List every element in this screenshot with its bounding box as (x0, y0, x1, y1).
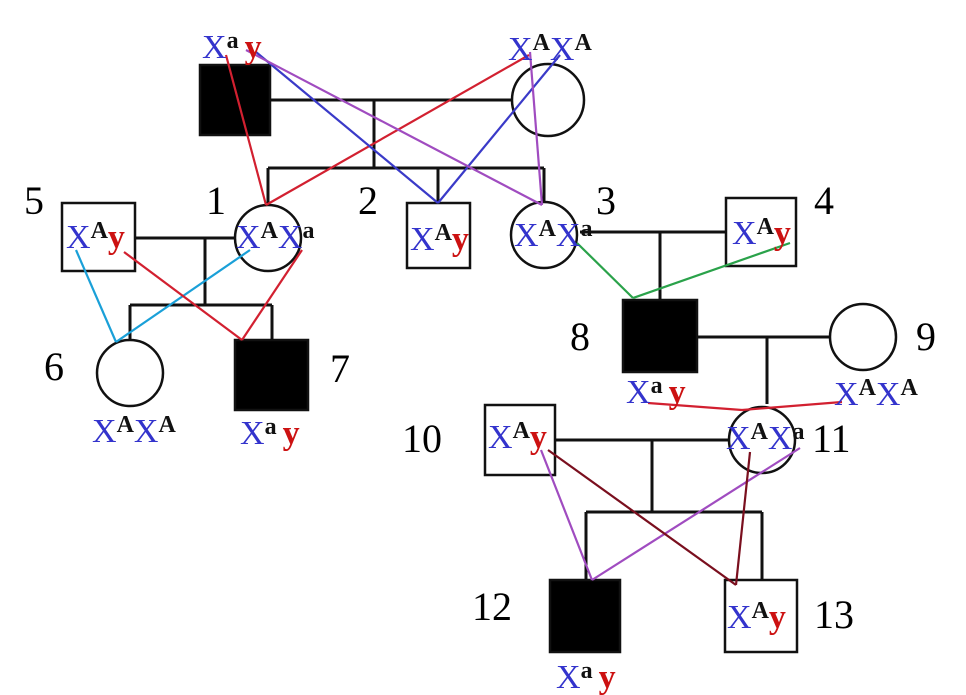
individual-I-1-symbol (198, 63, 272, 137)
label-13: 13 (814, 592, 854, 637)
trace-blue-I2-to-2 (437, 54, 561, 204)
trace-purple-I2-to-3 (528, 51, 544, 206)
individual-2-symbol (405, 201, 472, 270)
trace-darkred-11-to-13 (734, 451, 752, 586)
genotype-I-2: XAXA (508, 30, 592, 68)
label-7: 7 (330, 346, 350, 391)
individual-5-symbol (60, 201, 137, 273)
label-8: 8 (570, 314, 590, 359)
genotype-10: XAy (488, 418, 547, 456)
genotype-3: XAXa (514, 216, 592, 254)
individuals (60, 62, 898, 654)
genotype-9: XAXA (834, 375, 918, 413)
genotype-5: XAy (66, 218, 125, 256)
label-2: 2 (358, 178, 378, 223)
individual-3-symbol (509, 200, 579, 270)
inheritance-traces (74, 49, 843, 586)
label-11: 11 (812, 416, 851, 461)
genotype-6: XAXA (92, 412, 176, 450)
trace-red-1-to-7 (241, 249, 303, 341)
trace-red-I1-to-1 (224, 54, 268, 206)
individual-12-symbol (548, 578, 622, 654)
trace-cyan-5-to-6 (74, 249, 118, 343)
individual-6-symbol (95, 338, 165, 408)
genotype-2: XAy (410, 220, 469, 258)
individual-4-symbol (724, 196, 798, 268)
genotype-13: XAy (727, 598, 786, 636)
trace-red-5-to-7 (123, 251, 243, 341)
trace-red-8-to-11 (647, 401, 743, 412)
label-12: 12 (472, 584, 512, 629)
trace-darkred-10-to-13 (547, 449, 737, 586)
trace-purple-10-to-12 (539, 449, 594, 581)
genotype-4: XAy (732, 214, 791, 252)
individual-9-symbol (828, 302, 898, 372)
individual-8-symbol (621, 298, 699, 374)
label-3: 3 (596, 178, 616, 223)
trace-green-4-to-8 (632, 241, 791, 300)
individual-10-symbol (483, 403, 557, 477)
trace-red-9-to-11 (741, 400, 843, 412)
trace-green-3-to-8 (576, 242, 634, 299)
trace-purple-I1-to-3 (245, 49, 543, 206)
label-4: 4 (814, 178, 834, 223)
trace-blue-I1-to-2 (255, 51, 439, 204)
label-1: 1 (206, 178, 226, 223)
label-10: 10 (402, 416, 442, 461)
individual-I-2-symbol (510, 62, 586, 138)
label-9: 9 (916, 314, 936, 359)
label-6: 6 (44, 344, 64, 389)
individual-13-symbol (723, 578, 799, 654)
individual-7-symbol (233, 338, 310, 412)
genotype-1: XAXa (236, 218, 314, 256)
individual-numbers: 1 2 3 4 5 6 7 8 9 10 11 12 13 (24, 178, 936, 637)
genotype-11: XAXa (726, 419, 804, 457)
label-5: 5 (24, 178, 44, 223)
trace-purple-11-to-12 (591, 447, 801, 581)
